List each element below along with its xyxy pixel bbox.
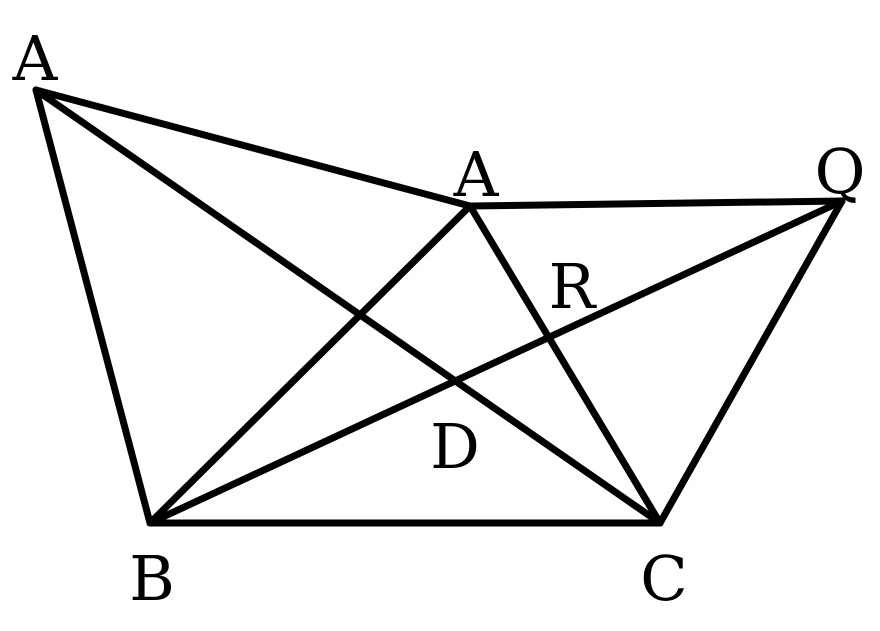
label-r: R bbox=[549, 250, 598, 323]
segment-a-mid-c bbox=[466, 202, 664, 527]
label-a-mid: A bbox=[453, 138, 500, 211]
label-a-left: A bbox=[12, 22, 59, 95]
segment-q-c bbox=[656, 197, 846, 527]
segment-a-left-c bbox=[32, 86, 664, 527]
segment-b-q bbox=[146, 197, 846, 527]
segment-a-left-a-mid bbox=[32, 86, 474, 210]
segment-a-mid-b bbox=[146, 202, 474, 527]
label-q: Q bbox=[815, 135, 866, 208]
segment-a-left-b bbox=[32, 86, 154, 527]
label-d: D bbox=[430, 410, 480, 483]
segment-a-mid-q bbox=[466, 197, 846, 210]
label-b: B bbox=[129, 542, 175, 615]
point-labels: A A Q R D B C bbox=[12, 22, 866, 615]
segments bbox=[32, 86, 846, 527]
label-c: C bbox=[640, 542, 687, 615]
